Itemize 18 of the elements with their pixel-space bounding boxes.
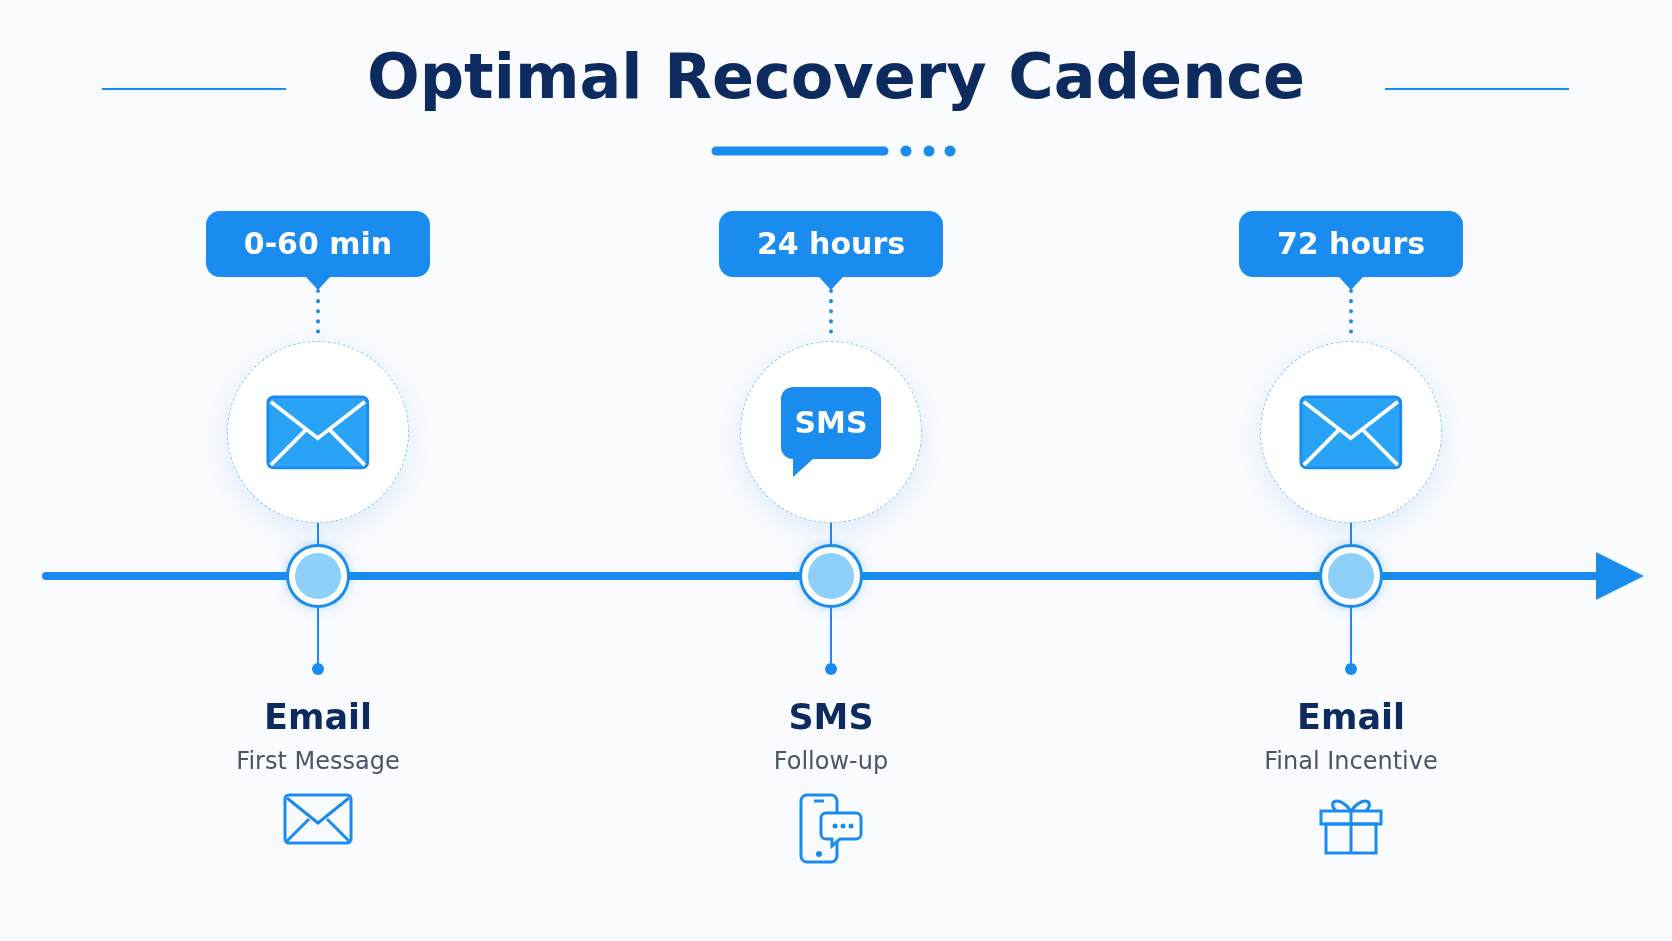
stage-title: SMS xyxy=(788,697,874,737)
time-callout xyxy=(206,211,430,291)
time-label: 24 hours xyxy=(755,225,907,263)
time-callout xyxy=(719,211,943,291)
stage-title: Email xyxy=(1297,697,1405,737)
stage-title: Email xyxy=(264,697,372,737)
stage-subtitle: Follow-up xyxy=(773,747,889,775)
timeline-marker xyxy=(802,547,860,605)
timeline-marker xyxy=(289,547,347,605)
time-callout xyxy=(1239,211,1463,291)
time-label: 72 hours xyxy=(1275,225,1427,263)
time-label: 0-60 min xyxy=(242,225,394,263)
timeline-marker xyxy=(1322,547,1380,605)
title: Optimal Recovery Cadence xyxy=(366,40,1306,113)
stage-subtitle: Final Incentive xyxy=(1264,747,1438,775)
channel-label: SMS xyxy=(794,405,868,441)
timeline-arrow xyxy=(1380,552,1644,600)
stage-subtitle: First Message xyxy=(236,747,400,775)
